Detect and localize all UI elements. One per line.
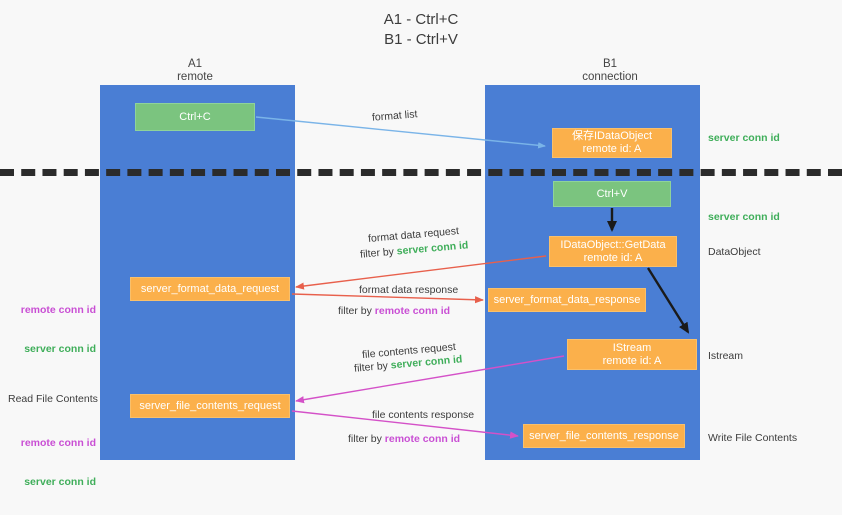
node-server-format-data-response[interactable]: server_format_data_response: [488, 288, 646, 312]
caption-server-conn-id-1: server conn id: [24, 343, 96, 355]
lane-a1-subtitle: remote: [177, 71, 213, 83]
node-istream-line1: IStream: [612, 341, 652, 354]
caption-remote-conn-id-2: remote conn id: [20, 437, 96, 449]
caption-conn-ids-lower: remote conn id server conn id: [8, 411, 96, 515]
lane-header-b1: B1 connection: [510, 58, 710, 84]
caption-istream: Istream: [708, 350, 744, 362]
node-save-idataobject-line1: 保存IDataObject: [571, 130, 653, 142]
filter-prefix: filter by: [359, 245, 398, 261]
dashed-separator-line: [0, 169, 842, 176]
node-ctrl-c-label: Ctrl+C: [179, 110, 211, 123]
edge-label-format-data-response-filter: filter by remote conn id: [338, 305, 450, 318]
filter-prefix: filter by: [353, 359, 392, 375]
node-istream[interactable]: IStream remote id: A: [567, 339, 697, 370]
edge-label-format-list: format list: [371, 108, 418, 124]
node-server-format-data-request[interactable]: server_format_data_request: [130, 277, 290, 301]
edge-label-file-contents-response-filter: filter by remote conn id: [348, 433, 460, 446]
node-getdata-line2: remote id: A: [583, 251, 643, 264]
filter-prefix: filter by: [338, 305, 375, 317]
node-getdata-line1: IDataObject::GetData: [560, 238, 666, 251]
node-server-file-contents-response[interactable]: server_file_contents_response: [523, 424, 685, 448]
node-server-format-data-request-label: server_format_data_request: [140, 282, 280, 295]
node-ctrl-v[interactable]: Ctrl+V: [553, 181, 671, 207]
lane-b1-name: B1: [602, 58, 618, 70]
node-ctrl-c[interactable]: Ctrl+C: [135, 103, 255, 131]
caption-server-conn-id-top: server conn id: [708, 132, 780, 144]
edge-label-format-data-response: format data response: [359, 284, 459, 296]
caption-remote-conn-id-1: remote conn id: [20, 304, 96, 316]
caption-conn-ids-upper: remote conn id server conn id: [8, 278, 96, 382]
title-line-1: A1 - Ctrl+C: [383, 11, 459, 28]
node-save-idataobject[interactable]: 保存IDataObject remote id: A: [552, 128, 672, 158]
node-server-format-data-response-label: server_format_data_response: [493, 293, 641, 306]
caption-read-file-contents: Read File Contents: [8, 393, 98, 405]
node-server-file-contents-response-label: server_file_contents_response: [529, 429, 679, 442]
node-server-file-contents-request[interactable]: server_file_contents_request: [130, 394, 290, 418]
caption-write-file-contents: Write File Contents: [708, 432, 798, 444]
node-save-idataobject-line2: remote id: A: [582, 143, 642, 155]
caption-dataobject: DataObject: [708, 246, 761, 258]
filter-prefix: filter by: [348, 433, 385, 445]
title-line-2: B1 - Ctrl+V: [384, 31, 458, 48]
edge-label-file-contents-response: file contents response: [372, 409, 475, 421]
lane-a1-name: A1: [187, 58, 203, 70]
diagram-canvas: A1 - Ctrl+C B1 - Ctrl+V A1 remote B1 con…: [0, 10, 842, 488]
lane-header-a1: A1 remote: [120, 58, 270, 84]
node-server-file-contents-request-label: server_file_contents_request: [139, 399, 281, 412]
node-idataobject-getdata[interactable]: IDataObject::GetData remote id: A: [549, 236, 677, 267]
filter-value-remote-conn-id: remote conn id: [384, 433, 461, 445]
filter-value-remote-conn-id: remote conn id: [374, 305, 451, 317]
page-title: A1 - Ctrl+C B1 - Ctrl+V: [0, 10, 842, 50]
node-istream-line2: remote id: A: [602, 354, 662, 367]
caption-server-conn-id-mid: server conn id: [708, 211, 780, 223]
lane-b1-subtitle: connection: [582, 71, 638, 83]
caption-server-conn-id-2: server conn id: [24, 476, 96, 488]
node-ctrl-v-label: Ctrl+V: [596, 187, 628, 200]
